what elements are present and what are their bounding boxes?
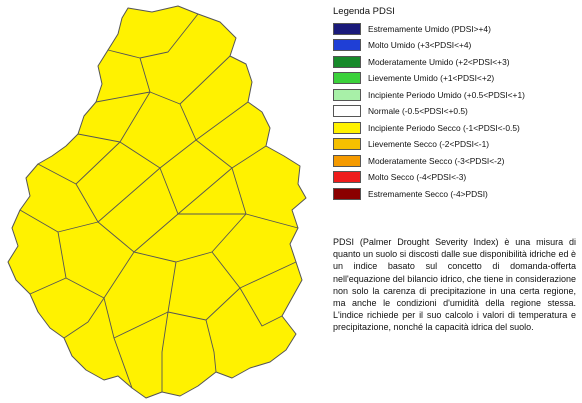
legend-swatch: [333, 88, 361, 101]
legend-label: Moderatamente Secco (-3<PDSI<-2): [368, 155, 505, 166]
pdsi-region-map: [7, 5, 307, 399]
legend-item: Incipiente Periodo Secco (-1<PDSI<-0.5): [333, 120, 578, 135]
legend-item: Lievemente Umido (+1<PDSI<+2): [333, 71, 578, 86]
legend-item: Estremamente Secco (-4>PDSI): [333, 186, 578, 201]
legend-swatch: [333, 171, 361, 183]
zone-boundary: [95, 91, 151, 103]
zone-boundary: [205, 319, 217, 373]
legend-swatch: [333, 22, 361, 35]
legend-item: Estremamente Umido (PDSI>+4): [333, 21, 578, 36]
zone-boundaries: [19, 13, 299, 393]
legend: Legenda PDSI Estremamente Umido (PDSI>+4…: [333, 6, 578, 203]
zone-boundary: [113, 311, 169, 339]
legend-label: Molto Secco (-4<PDSI<-3): [368, 172, 467, 182]
legend-swatch: [333, 55, 361, 68]
legend-label: Incipiente Periodo Secco (-1<PDSI<-0.5): [368, 122, 520, 133]
legend-item: Molto Secco (-4<PDSI<-3): [333, 170, 578, 185]
pdsi-description: PDSI (Palmer Drought Severity Index) è u…: [333, 237, 576, 333]
zone-boundary: [63, 297, 105, 339]
zone-boundary: [133, 213, 247, 263]
legend-swatch: [333, 72, 361, 84]
region-outline: [7, 5, 307, 399]
legend-label: Moderatamente Umido (+2<PDSI<+3): [368, 56, 510, 67]
zone-boundary: [97, 213, 247, 253]
legend-label: Lievemente Secco (-2<PDSI<-1): [368, 139, 490, 149]
legend-label: Estremamente Secco (-4>PDSI): [368, 188, 488, 199]
legend-item: Moderatamente Secco (-3<PDSI<-2): [333, 153, 578, 168]
legend-title: Legenda PDSI: [333, 6, 395, 17]
legend-item: Incipiente Periodo Umido (+0.5<PDSI<+1): [333, 87, 578, 102]
zone-boundary: [139, 55, 231, 105]
legend-label: Normale (-0.5<PDSI<+0.5): [368, 106, 468, 116]
legend-item: Normale (-0.5<PDSI<+0.5): [333, 104, 578, 119]
legend-label: Lievemente Umido (+1<PDSI<+2): [368, 73, 495, 83]
legend-swatch: [333, 105, 361, 117]
legend-item: Moderatamente Umido (+2<PDSI<+3): [333, 54, 578, 69]
legend-item: Lievemente Secco (-2<PDSI<-1): [333, 137, 578, 152]
legend-swatch: [333, 187, 361, 200]
legend-label: Incipiente Periodo Umido (+0.5<PDSI<+1): [368, 89, 525, 100]
zone-boundary: [161, 311, 169, 393]
legend-item: Molto Umido (+3<PDSI<+4): [333, 38, 578, 53]
legend-label: Estremamente Umido (PDSI>+4): [368, 23, 491, 34]
legend-swatch: [333, 39, 361, 51]
legend-swatch: [333, 138, 361, 150]
legend-swatch: [333, 121, 361, 134]
legend-label: Molto Umido (+3<PDSI<+4): [368, 40, 472, 50]
zone-boundary: [239, 287, 283, 327]
zone-boundary: [167, 261, 241, 321]
zone-boundary: [107, 13, 199, 59]
legend-swatch: [333, 154, 361, 167]
